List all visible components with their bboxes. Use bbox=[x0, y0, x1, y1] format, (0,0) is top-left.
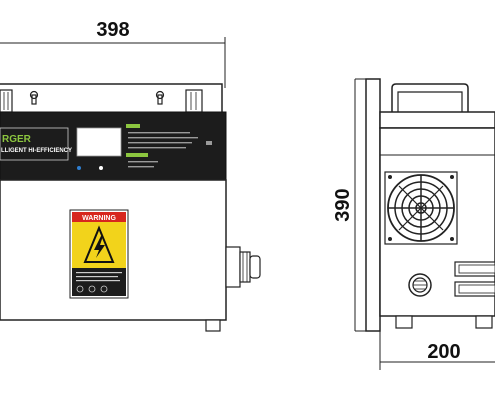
cooling-fan-icon bbox=[384, 171, 458, 245]
cable-gland bbox=[408, 273, 432, 297]
carry-handle bbox=[391, 83, 469, 112]
front-view: RGER LLIGENT HI-EFFICIENCY WARNING bbox=[0, 83, 261, 332]
indicator-led bbox=[99, 166, 103, 170]
depth-dimension-label: 200 bbox=[427, 341, 460, 363]
high-voltage-warning-icon bbox=[83, 225, 115, 263]
instruction-text-block bbox=[126, 124, 212, 168]
mounting-bracket bbox=[0, 83, 223, 118]
indicator-led bbox=[77, 166, 81, 170]
rear-mounting-plate bbox=[365, 78, 381, 332]
mounting-hook-icon bbox=[29, 90, 39, 105]
depth-dimension: 200 bbox=[379, 331, 495, 370]
side-foot bbox=[395, 315, 413, 329]
width-dimension-label: 398 bbox=[96, 19, 129, 41]
width-dimension: 398 bbox=[0, 19, 226, 88]
side-connector bbox=[454, 261, 495, 297]
height-dimension-label: 390 bbox=[332, 188, 354, 221]
side-view bbox=[365, 78, 495, 332]
warning-label: WARNING bbox=[69, 209, 129, 299]
output-connector-icon bbox=[225, 246, 261, 288]
front-foot bbox=[205, 319, 221, 332]
display-screen bbox=[76, 127, 122, 157]
warning-heading: WARNING bbox=[82, 215, 116, 222]
side-foot bbox=[475, 315, 493, 329]
mounting-hook-icon bbox=[155, 90, 165, 105]
brand-name: RGER bbox=[2, 134, 32, 145]
brand-tagline: LLIGENT HI-EFFICIENCY bbox=[1, 148, 72, 154]
